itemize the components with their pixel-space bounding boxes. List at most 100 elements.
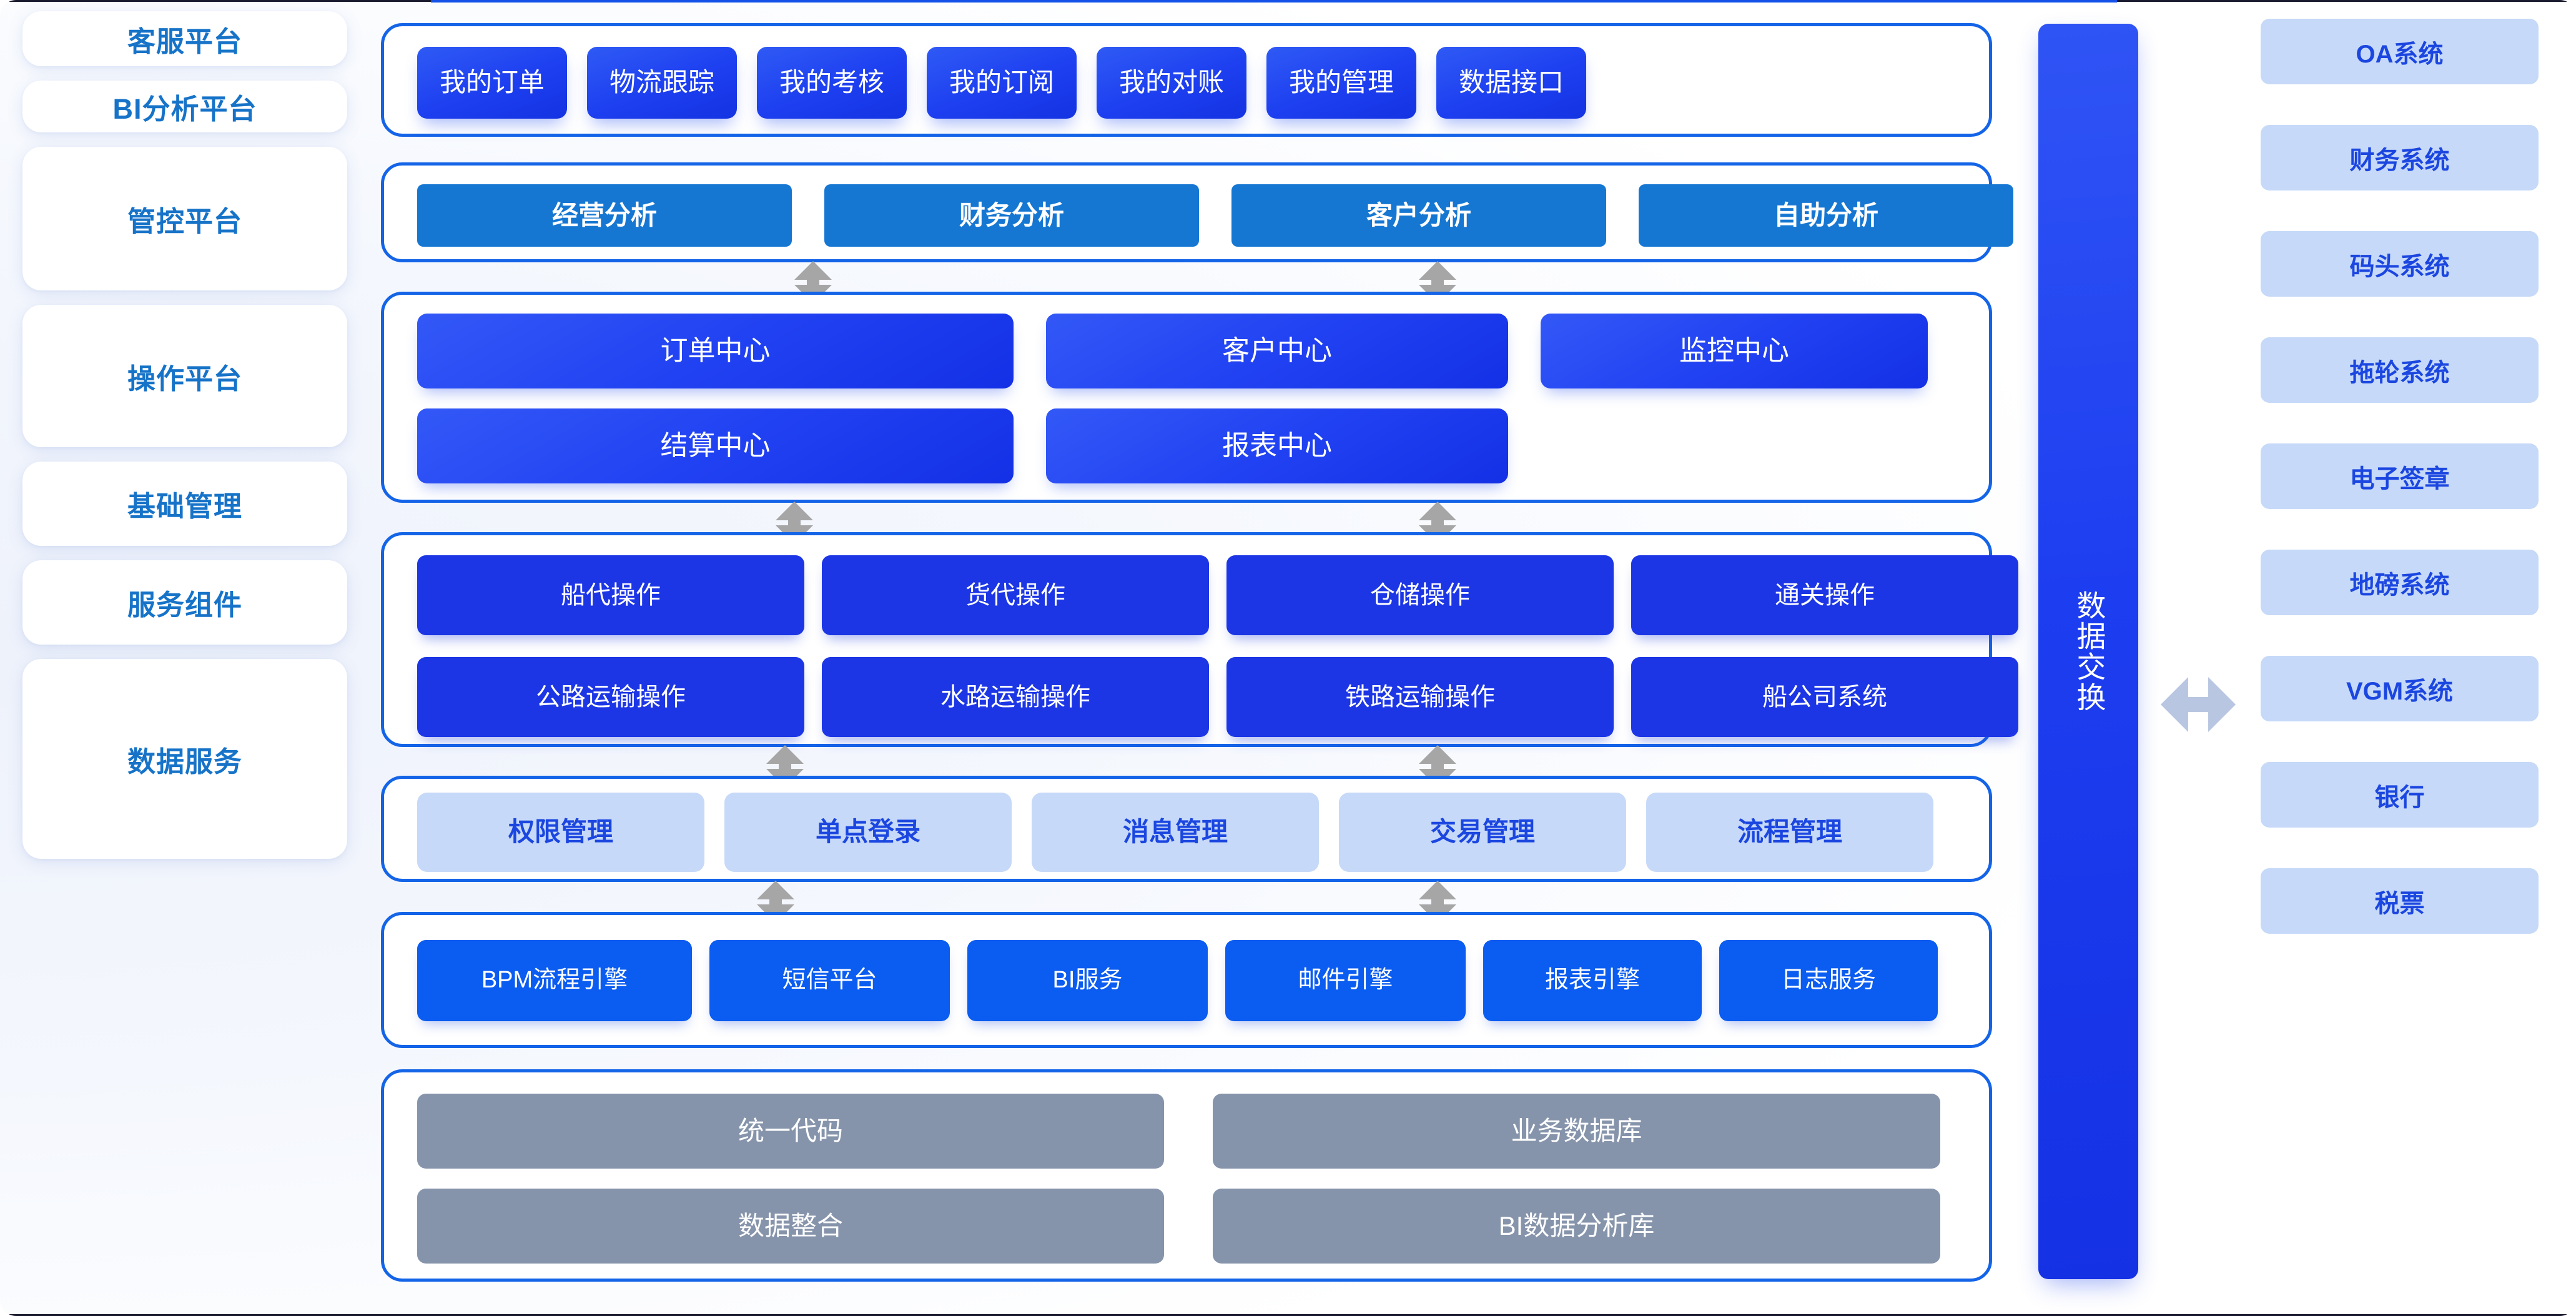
module-label: 货代操作 [965,581,1065,609]
module-label: 统一代码 [738,1116,843,1145]
module-customs-operation[interactable]: 通关操作 [1631,555,2018,635]
module-label: 物流跟踪 [609,67,714,97]
module-logistics-tracking[interactable]: 物流跟踪 [587,47,737,119]
module-process-management[interactable]: 流程管理 [1646,793,1933,872]
bottom-edge-line [0,1314,2576,1316]
layer-label-basic-management[interactable]: 基础管理 [22,462,347,546]
external-system-tax-invoice[interactable]: 税票 [2261,868,2539,934]
section-row: BPM流程引擎 短信平台 BI服务 邮件引擎 报表引擎 日志服务 [384,940,1989,1021]
module-label: BI数据分析库 [1498,1210,1655,1240]
module-bpm-process-engine[interactable]: BPM流程引擎 [417,940,692,1021]
module-label: BPM流程引擎 [481,967,628,994]
external-system-finance[interactable]: 财务系统 [2261,125,2539,190]
section-data-services: 统一代码 业务数据库 数据整合 BI数据分析库 [381,1069,1992,1282]
external-system-oa[interactable]: OA系统 [2261,19,2539,84]
module-shipping-agency-operation[interactable]: 船代操作 [417,555,804,635]
module-bi-service[interactable]: BI服务 [967,940,1208,1021]
section-row: 订单中心 客户中心 监控中心 [384,314,1989,388]
external-system-bank[interactable]: 银行 [2261,762,2539,828]
external-system-terminal[interactable]: 码头系统 [2261,231,2539,297]
section-row: 统一代码 业务数据库 [384,1094,1989,1169]
module-label: 自助分析 [1773,200,1878,230]
section-row: 权限管理 单点登录 消息管理 交易管理 流程管理 [384,793,1989,872]
module-customer-center[interactable]: 客户中心 [1046,314,1508,388]
module-label: 监控中心 [1679,335,1789,366]
external-system-e-signature[interactable]: 电子签章 [2261,443,2539,509]
external-system-vgm[interactable]: VGM系统 [2261,656,2539,721]
data-exchange-bar[interactable]: 数据交换 [2038,24,2138,1279]
section-bi-analysis-platform: 经营分析 财务分析 客户分析 自助分析 [381,162,2013,262]
module-label: 流程管理 [1737,817,1842,847]
module-waterway-transport-operation[interactable]: 水路运输操作 [822,657,1209,737]
module-finance-analysis[interactable]: 财务分析 [824,184,1199,247]
module-label: 我的订阅 [949,67,1054,97]
module-report-center[interactable]: 报表中心 [1046,408,1508,483]
module-customer-analysis[interactable]: 客户分析 [1231,184,1606,247]
module-permission-management[interactable]: 权限管理 [417,793,704,872]
module-railway-transport-operation[interactable]: 铁路运输操作 [1226,657,1614,737]
module-data-interface[interactable]: 数据接口 [1436,47,1586,119]
module-label: 订单中心 [660,335,771,366]
module-business-analysis[interactable]: 经营分析 [417,184,792,247]
layer-label-text: BI分析平台 [112,93,257,125]
module-monitor-center[interactable]: 监控中心 [1541,314,1928,388]
module-ship-company-system[interactable]: 船公司系统 [1631,657,2018,737]
section-customer-service-platform: 我的订单 物流跟踪 我的考核 我的订阅 我的对账 我的管理 数据接口 [381,23,1992,137]
module-label: 我的考核 [779,67,884,97]
module-label: 结算中心 [660,430,771,461]
module-label: 仓储操作 [1370,581,1470,609]
module-my-management[interactable]: 我的管理 [1266,47,1416,119]
section-service-components: BPM流程引擎 短信平台 BI服务 邮件引擎 报表引擎 日志服务 [381,912,1992,1048]
module-report-engine[interactable]: 报表引擎 [1483,940,1702,1021]
module-single-sign-on[interactable]: 单点登录 [724,793,1012,872]
module-label: 客户中心 [1222,335,1332,366]
module-label: 单点登录 [815,817,920,847]
layer-label-operation-platform[interactable]: 操作平台 [22,305,347,447]
module-road-transport-operation[interactable]: 公路运输操作 [417,657,804,737]
module-label: 邮件引擎 [1298,967,1393,994]
module-unified-code[interactable]: 统一代码 [417,1094,1164,1169]
external-system-label: VGM系统 [2346,677,2454,705]
module-self-service-analysis[interactable]: 自助分析 [1639,184,2013,247]
module-label: 报表引擎 [1544,967,1640,994]
external-system-label: OA系统 [2356,40,2444,68]
module-bi-data-analysis-database[interactable]: BI数据分析库 [1213,1189,1940,1264]
module-my-reconciliation[interactable]: 我的对账 [1097,47,1246,119]
module-freight-forwarding-operation[interactable]: 货代操作 [822,555,1209,635]
layer-label-data-services[interactable]: 数据服务 [22,659,347,859]
external-system-tugboat[interactable]: 拖轮系统 [2261,337,2539,403]
section-control-platform: 订单中心 客户中心 监控中心 结算中心 报表中心 [381,292,1992,503]
module-warehouse-operation[interactable]: 仓储操作 [1226,555,1614,635]
module-label: 铁路运输操作 [1345,683,1495,711]
module-my-orders[interactable]: 我的订单 [417,47,567,119]
layer-label-control-platform[interactable]: 管控平台 [22,147,347,290]
module-my-subscription[interactable]: 我的订阅 [927,47,1077,119]
module-label: 数据整合 [738,1210,843,1240]
module-label: 权限管理 [508,817,613,847]
layer-label-customer-service[interactable]: 客服平台 [22,11,347,66]
layer-label-text: 客服平台 [127,25,242,57]
module-label: 短信平台 [782,967,877,994]
section-row: 结算中心 报表中心 [384,408,1989,483]
module-message-management[interactable]: 消息管理 [1032,793,1319,872]
section-row: 经营分析 财务分析 客户分析 自助分析 [384,184,2013,247]
module-business-database[interactable]: 业务数据库 [1213,1094,1940,1169]
module-email-engine[interactable]: 邮件引擎 [1225,940,1466,1021]
module-sms-platform[interactable]: 短信平台 [709,940,950,1021]
module-label: 我的管理 [1288,67,1394,97]
module-label: 水路运输操作 [940,683,1090,711]
module-settlement-center[interactable]: 结算中心 [417,408,1014,483]
layer-label-text: 操作平台 [127,362,242,395]
layer-label-bi-analysis[interactable]: BI分析平台 [22,81,347,132]
module-label: 我的订单 [439,67,545,97]
module-transaction-management[interactable]: 交易管理 [1339,793,1626,872]
module-label: 消息管理 [1122,817,1228,847]
external-system-weighbridge[interactable]: 地磅系统 [2261,550,2539,615]
module-my-assessment[interactable]: 我的考核 [757,47,907,119]
layer-label-service-components[interactable]: 服务组件 [22,560,347,645]
module-label: 通关操作 [1775,581,1875,609]
module-data-integration[interactable]: 数据整合 [417,1189,1164,1264]
module-label: 客户分析 [1366,200,1471,230]
module-log-service[interactable]: 日志服务 [1719,940,1938,1021]
module-order-center[interactable]: 订单中心 [417,314,1014,388]
